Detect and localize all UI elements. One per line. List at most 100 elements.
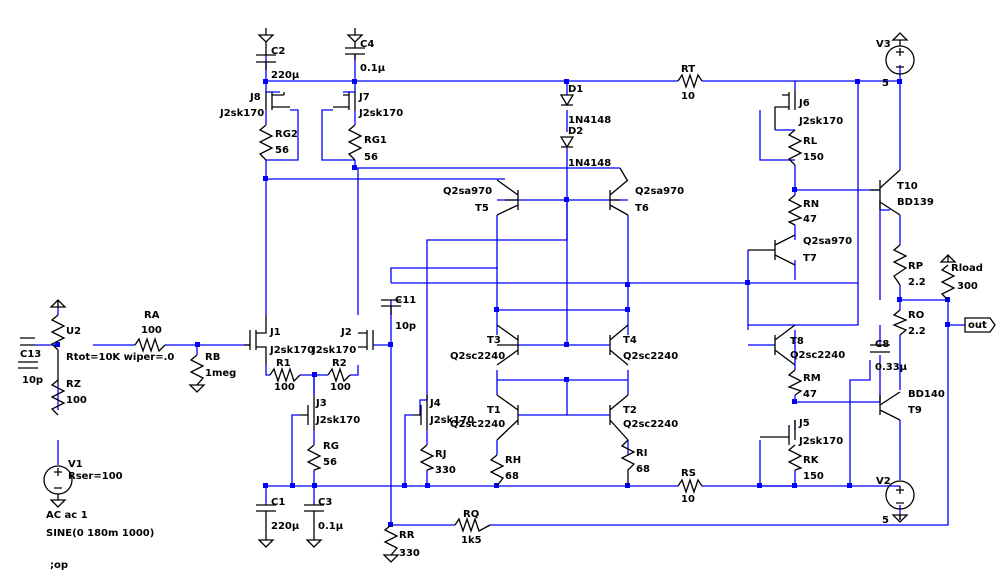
rk-value: 150: [803, 471, 824, 482]
capacitor-icon: [256, 504, 276, 548]
ra-label: RA: [144, 310, 160, 321]
t6-label: T6: [635, 203, 649, 214]
output-port-icon: [964, 317, 996, 333]
pnp-transistor-icon: [748, 234, 796, 266]
t8-type: Q2sc2240: [790, 350, 845, 361]
capacitor-icon: [345, 42, 365, 60]
c11-label: C11: [395, 295, 416, 306]
resistor-icon: [489, 454, 505, 487]
t3-type: Q2sc2240: [450, 351, 505, 362]
u2-param: Rtot=10K wiper=.0: [66, 352, 174, 363]
resistor-icon: [677, 72, 703, 90]
c1-label: C1: [271, 497, 285, 508]
j4-label: J4: [429, 398, 441, 409]
capacitor-icon: [381, 299, 401, 315]
rload-value: 300: [957, 281, 978, 292]
npn-transistor-icon: [496, 324, 519, 366]
t4-label: T4: [623, 335, 637, 346]
jfet-icon: [333, 92, 356, 110]
rs-label: RS: [681, 468, 696, 479]
c3-label: C3: [318, 497, 332, 508]
t10-label: T10: [897, 181, 918, 192]
component-labels: C2 220µ C4 0.1µ J8 J2sk170 J7 J2sk170 RG…: [20, 39, 987, 571]
j8-type: J2sk170: [219, 108, 264, 119]
j1-label: J1: [269, 327, 281, 338]
diode-icon: [559, 94, 575, 107]
rh-value: 68: [505, 471, 519, 482]
resistor-icon: [382, 524, 400, 563]
rg2-value: 56: [275, 145, 289, 156]
resistor-icon: [787, 194, 803, 226]
op-directive: ;op: [50, 560, 68, 571]
t5-label: T5: [475, 203, 489, 214]
ri-value: 68: [636, 464, 650, 475]
resistor-icon: [892, 309, 908, 336]
v3-value: 5: [882, 78, 889, 89]
j2-type: J2sk170: [311, 345, 356, 356]
j2-label: J2: [340, 327, 352, 338]
t7-label: T7: [803, 253, 817, 264]
rq-value: 1k5: [461, 535, 482, 546]
rr-value: 330: [399, 548, 420, 559]
v3-label: V3: [876, 39, 891, 50]
rt-value: 10: [681, 91, 695, 102]
rn-value: 47: [803, 214, 817, 225]
jfet-icon: [300, 395, 315, 430]
j6-type: J2sk170: [798, 116, 843, 127]
t10-type: BD139: [897, 197, 934, 208]
v1-label: V1: [68, 459, 83, 470]
resistor-icon: [347, 124, 363, 161]
ground-icon: [257, 28, 275, 43]
rk-label: RK: [803, 455, 820, 466]
t7-type: Q2sa970: [803, 236, 852, 247]
jfet-icon: [413, 395, 428, 430]
d2-label: D2: [568, 126, 583, 137]
r2-label: R2: [332, 358, 347, 369]
t6-type: Q2sa970: [635, 186, 684, 197]
j6-label: J6: [798, 98, 810, 109]
resistor-icon: [50, 379, 66, 416]
d1-type: 1N4148: [568, 115, 611, 126]
u2-label: U2: [66, 326, 81, 337]
rz-value: 100: [66, 395, 87, 406]
resistor-icon: [188, 354, 206, 393]
r2-value: 100: [330, 382, 351, 393]
rg-label: RG: [323, 441, 339, 452]
ra-value: 100: [141, 325, 162, 336]
diode-icon: [559, 136, 575, 149]
npn-transistor-icon: [870, 169, 901, 216]
rr-label: RR: [399, 530, 415, 541]
rs-value: 10: [681, 494, 695, 505]
rb-label: RB: [205, 352, 220, 363]
ro-value: 2.2: [908, 326, 926, 337]
npn-transistor-icon: [609, 324, 629, 366]
c13-label: C13: [20, 349, 41, 360]
j4-type: J2sk170: [429, 415, 474, 426]
ground-icon: [346, 28, 364, 43]
resistor-icon: [892, 244, 908, 286]
resistor-icon: [327, 366, 351, 384]
npn-transistor-icon: [496, 394, 519, 441]
jfet-icon: [774, 90, 796, 130]
rb-value: 1meg: [205, 368, 236, 379]
t4-type: Q2sc2240: [623, 351, 678, 362]
t5-type: Q2sa970: [443, 186, 492, 197]
j7-type: J2sk170: [358, 108, 403, 119]
resistor-icon: [787, 369, 803, 396]
ground-icon: [939, 254, 957, 263]
resistor-icon: [787, 444, 803, 471]
rl-value: 150: [803, 152, 824, 163]
capacitor-icon: [18, 337, 38, 369]
jfet-icon: [244, 315, 267, 365]
j1-type: J2sk170: [269, 345, 314, 356]
c2-label: C2: [271, 46, 285, 57]
jfet-icon: [265, 92, 290, 110]
j5-label: J5: [798, 418, 810, 429]
resistor-icon: [787, 129, 803, 166]
j7-label: J7: [358, 92, 370, 103]
c11-value: 10p: [395, 321, 416, 332]
v1-param: Rser=100: [68, 471, 123, 482]
rg-value: 56: [323, 457, 337, 468]
j8-label: J8: [249, 92, 261, 103]
capacitor-icon: [870, 344, 890, 353]
